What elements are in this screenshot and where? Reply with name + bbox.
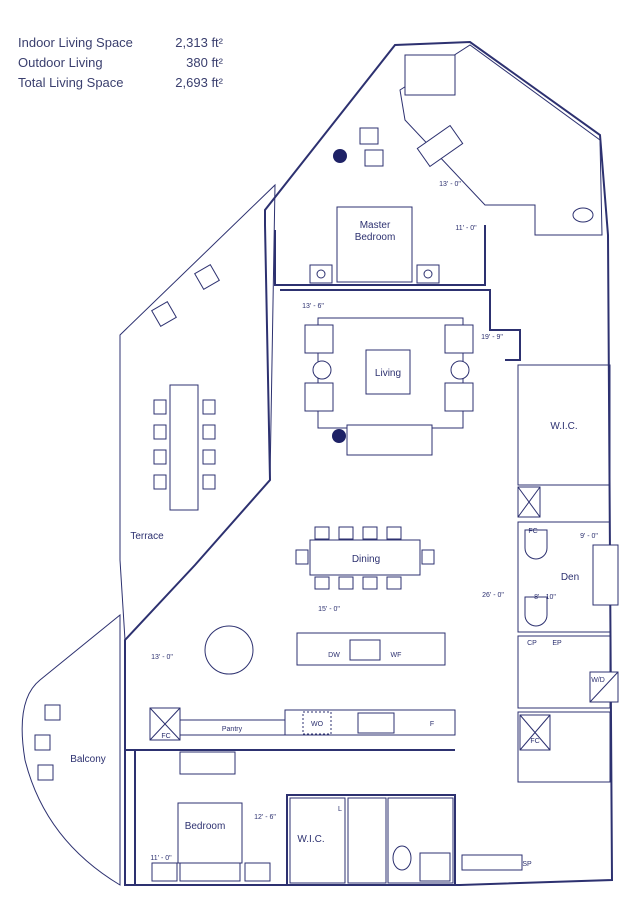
tag-washer-dryer: W/D bbox=[591, 677, 605, 684]
master-wic bbox=[517, 364, 611, 486]
bath-3 bbox=[387, 797, 454, 884]
tag-fc: FC bbox=[530, 738, 539, 745]
stat-value: 380 ft² bbox=[186, 55, 223, 70]
label-wic-bedroom: W.I.C. bbox=[297, 834, 324, 845]
master-bed bbox=[336, 206, 413, 283]
tag-wall-oven: WO bbox=[311, 721, 324, 728]
stat-value: 2,313 ft² bbox=[175, 35, 223, 50]
bathtub bbox=[404, 54, 456, 96]
terrace-table bbox=[169, 384, 199, 511]
tag-wine-fridge: WF bbox=[391, 652, 402, 659]
dim-bedroom-depth: 11' - 0" bbox=[150, 855, 172, 862]
sofa bbox=[346, 424, 433, 456]
interior-area bbox=[124, 40, 614, 886]
label-wic-master: W.I.C. bbox=[550, 421, 577, 432]
tag-linen: L bbox=[338, 806, 342, 813]
dim-master-bed-wall: 13' - 6" bbox=[302, 303, 324, 310]
stat-label: Outdoor Living bbox=[18, 55, 103, 70]
stat-label: Total Living Space bbox=[18, 75, 124, 90]
bedroom-bed bbox=[177, 802, 243, 864]
label-balcony: Balcony bbox=[70, 754, 106, 765]
bedroom-wic bbox=[289, 797, 346, 884]
tag-fc: FC bbox=[161, 733, 170, 740]
label-terrace: Terrace bbox=[130, 531, 164, 542]
label-dining: Dining bbox=[352, 554, 380, 565]
tag-ep: EP bbox=[552, 640, 562, 647]
dim-kitchen-width: 15' - 0" bbox=[318, 606, 340, 613]
label-living: Living bbox=[375, 368, 401, 379]
dim-dining-depth: 13' - 0" bbox=[151, 654, 173, 661]
stat-label: Indoor Living Space bbox=[18, 35, 133, 50]
dim-master-width: 13' - 0" bbox=[439, 181, 461, 188]
tag-sp: SP bbox=[522, 861, 532, 868]
stat-indoor: Indoor Living Space 2,313 ft² bbox=[18, 33, 223, 53]
tag-fc: FC bbox=[528, 528, 537, 535]
balcony-area bbox=[21, 613, 121, 886]
stat-outdoor: Outdoor Living 380 ft² bbox=[18, 53, 223, 73]
tag-dishwasher: DW bbox=[328, 652, 340, 659]
shower bbox=[347, 797, 387, 884]
area-summary: Indoor Living Space 2,313 ft² Outdoor Liv… bbox=[18, 33, 223, 93]
toilet-icon bbox=[572, 207, 594, 223]
label-master-bedroom: Bedroom bbox=[355, 232, 396, 243]
dim-master-depth: 11' - 0" bbox=[455, 225, 477, 232]
label-den: Den bbox=[561, 572, 579, 583]
column bbox=[333, 149, 347, 163]
dim-den-depth: 8' - 10" bbox=[534, 594, 556, 601]
dim-living-depth: 26' - 0" bbox=[482, 592, 504, 599]
bath-2 bbox=[517, 711, 611, 783]
stat-total: Total Living Space 2,693 ft² bbox=[18, 73, 223, 93]
label-master-bedroom: Master bbox=[360, 220, 391, 231]
dim-bedroom-width: 12' - 6" bbox=[254, 814, 276, 821]
label-bedroom: Bedroom bbox=[185, 821, 226, 832]
dim-den-width: 9' - 0" bbox=[580, 533, 598, 540]
tag-fridge: F bbox=[430, 721, 434, 728]
stat-value: 2,693 ft² bbox=[175, 75, 223, 90]
dining-table bbox=[309, 539, 421, 576]
dim-living-width: 19' - 9" bbox=[481, 334, 503, 341]
tag-cp: CP bbox=[527, 640, 537, 647]
round-table bbox=[204, 625, 254, 675]
label-pantry: Pantry bbox=[222, 726, 243, 733]
